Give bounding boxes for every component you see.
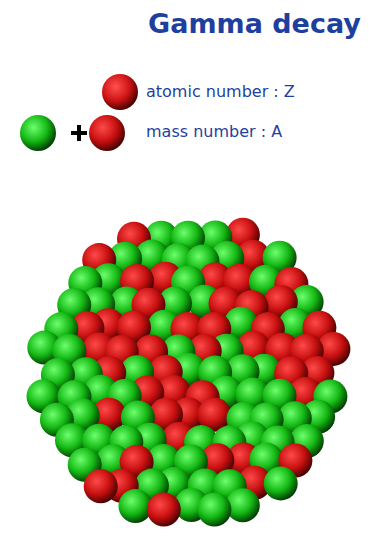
neutron-ball: [226, 488, 260, 522]
neutron-ball: [20, 115, 56, 151]
title: Gamma decay: [148, 8, 361, 39]
neutron-ball: [264, 466, 298, 500]
nucleus: [27, 218, 351, 527]
neutron-ball: [197, 493, 231, 527]
nucleon-sample: [20, 115, 125, 151]
proton-ball: [147, 493, 181, 527]
legend-text: atomic number : Z: [146, 82, 295, 101]
proton-ball: [89, 115, 125, 151]
proton-ball: [84, 469, 118, 503]
plus-sign: [71, 125, 87, 141]
legend-text: mass number : A: [146, 122, 282, 141]
legend-swatch: [102, 74, 138, 110]
